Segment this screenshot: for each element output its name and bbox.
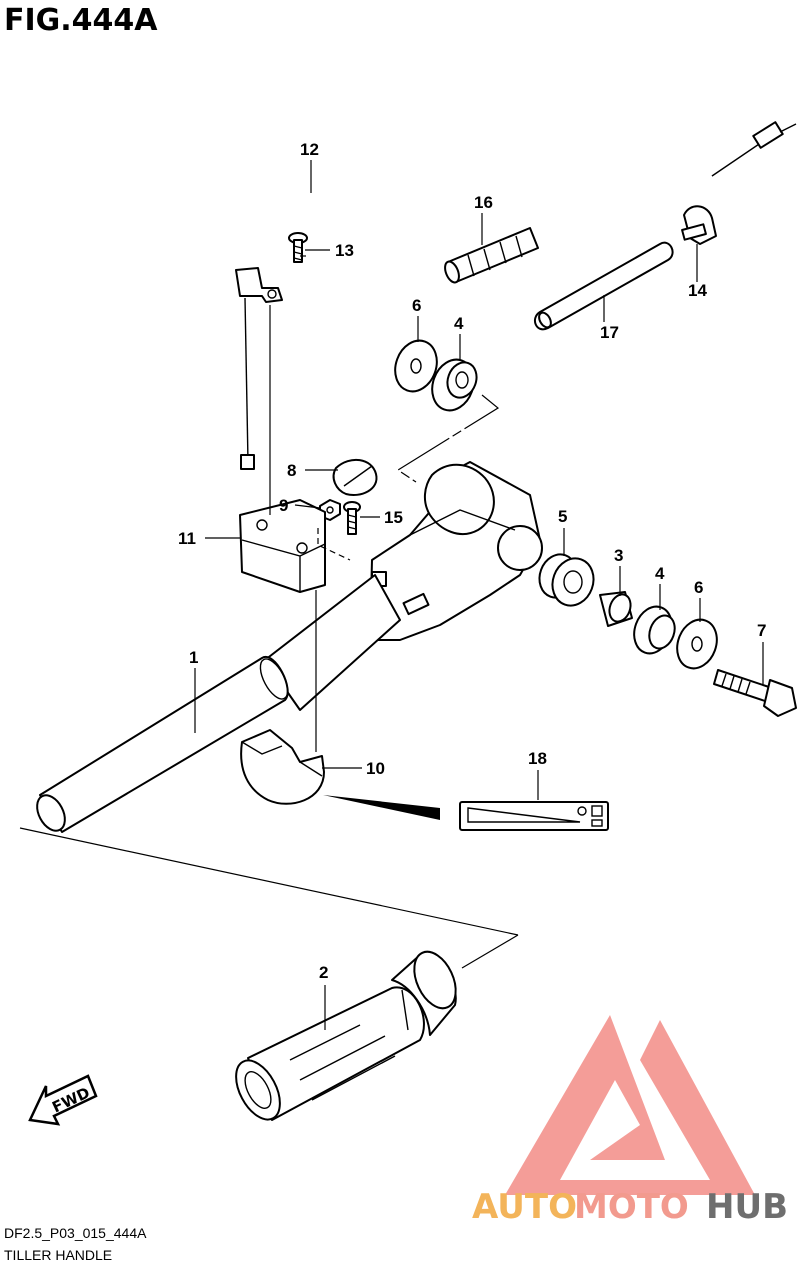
part-4-bushing-right [633, 605, 676, 655]
callout-16: 16 [474, 193, 493, 212]
callout-14: 14 [688, 281, 707, 300]
part-6-washer-top [394, 339, 438, 393]
figure-name: TILLER HANDLE [4, 1247, 112, 1263]
part-13-screw [288, 232, 308, 263]
part-5-bushing [538, 553, 595, 607]
part-15-screw [343, 501, 361, 535]
leader-lines [19, 160, 764, 1030]
callout-7: 7 [757, 621, 766, 640]
part-11-upper-holder [239, 499, 326, 593]
callout-3: 3 [614, 546, 623, 565]
part-17-protector-tube [533, 241, 674, 331]
part-8-friction-knob [332, 458, 378, 496]
callout-1: 1 [189, 648, 198, 667]
part-2-throttle-grip [235, 950, 457, 1121]
callout-6-top: 6 [412, 296, 421, 315]
part-14-cable-clamp [681, 205, 717, 245]
callout-15: 15 [384, 508, 403, 527]
callout-12: 12 [300, 140, 319, 159]
callout-9: 9 [279, 496, 288, 515]
fwd-arrow-icon: FWD [28, 1074, 98, 1126]
callout-18: 18 [528, 749, 547, 768]
throttle-cable [234, 121, 797, 470]
part-18-caution-label [459, 801, 609, 831]
callout-4-right: 4 [655, 564, 665, 583]
callout-17: 17 [600, 323, 619, 342]
automotohub-wordmark: AUTO MOTO HUB [472, 1187, 788, 1227]
wordmark-auto: AUTO [472, 1187, 577, 1227]
callout-11: 11 [178, 529, 196, 548]
callouts: 12 13 16 14 17 6 4 8 9 15 11 5 3 4 6 7 1… [178, 140, 766, 982]
part-1-tiller-handle-arm [36, 461, 543, 833]
figure-code: DF2.5_P03_015_444A [4, 1225, 147, 1241]
wordmark-moto: MOTO [574, 1187, 689, 1227]
callout-8: 8 [287, 461, 296, 480]
callout-4-top: 4 [454, 314, 464, 333]
part-4-bushing-top [431, 358, 478, 412]
part-6-washer-right [676, 618, 718, 670]
label-pointer [323, 795, 440, 820]
automotohub-logo [505, 1015, 755, 1195]
logo-triangle [505, 1015, 755, 1195]
part-16-spiral-sleeve [444, 227, 539, 284]
figure-title: FIG.444A [4, 3, 158, 38]
callout-10: 10 [366, 759, 385, 778]
part-10-lower-holder [240, 729, 325, 805]
callout-5: 5 [558, 507, 567, 526]
callout-6-right: 6 [694, 578, 703, 597]
wordmark-hub: HUB [706, 1187, 788, 1227]
part-7-bolt [713, 669, 797, 717]
callout-2: 2 [319, 963, 328, 982]
callout-13: 13 [335, 241, 354, 260]
part-3-collar [599, 591, 633, 627]
